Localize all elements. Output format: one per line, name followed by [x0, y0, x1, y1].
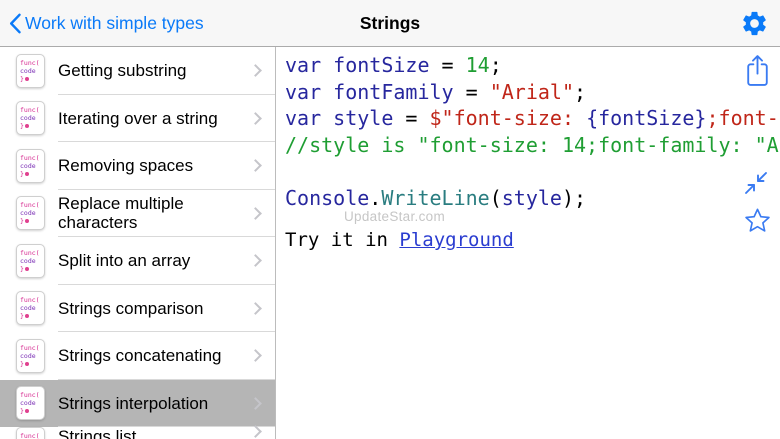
code-snippet-icon: func(code} — [16, 101, 45, 136]
sidebar-item-label: Strings concatenating — [58, 346, 222, 365]
chevron-right-icon — [249, 206, 262, 220]
sidebar-item-split-into-an-array[interactable]: func(code} Split into an array — [0, 237, 275, 285]
chevron-right-icon — [249, 425, 262, 438]
chevron-right-icon — [249, 301, 262, 315]
sidebar-item-removing-spaces[interactable]: func(code} Removing spaces — [0, 142, 275, 190]
chevron-right-icon — [249, 349, 262, 363]
sidebar-item-label: Strings comparison — [58, 298, 204, 318]
chevron-right-icon — [249, 64, 262, 78]
sidebar-item-strings-concatenating[interactable]: func(code} Strings concatenating — [0, 332, 275, 380]
code-snippet-icon: func(code} — [16, 427, 45, 439]
code-snippet-icon: func(code} — [16, 196, 45, 231]
sidebar-item-label: Iterating over a string — [58, 108, 218, 128]
code-snippet-icon: func(code} — [16, 386, 45, 421]
code-line: var style = $"font-size: {fontSize};font… — [285, 106, 780, 130]
sidebar: func(code} Getting substring func(code} … — [0, 47, 276, 439]
chevron-right-icon — [249, 159, 262, 173]
code-line: Console.WriteLine(style); — [285, 185, 587, 210]
code-line: //style is "font-size: 14;font-family: "… — [285, 132, 780, 157]
sidebar-item-label: Strings list — [58, 427, 137, 439]
playground-link[interactable]: Playground — [399, 229, 514, 251]
sidebar-item-label: Replace multiple characters — [58, 193, 184, 233]
main-split: func(code} Getting substring func(code} … — [0, 47, 780, 439]
content-panel: var fontSize = 14;var fontFamily = "Aria… — [276, 47, 780, 439]
code-snippet-icon: func(code} — [16, 243, 45, 278]
watermark: UpdateStar.com — [344, 209, 446, 224]
sidebar-item-label: Removing spaces — [58, 156, 194, 175]
settings-gear-icon[interactable] — [740, 9, 769, 38]
back-label: Work with simple types — [25, 12, 204, 33]
favorite-star-icon[interactable] — [742, 205, 773, 236]
try-it-text: Try it in — [285, 229, 400, 251]
sidebar-item-getting-substring[interactable]: func(code} Getting substring — [0, 47, 275, 95]
share-icon[interactable] — [744, 54, 771, 87]
navigation-bar: Work with simple types Strings — [0, 0, 780, 47]
sidebar-item-label: Strings interpolation — [58, 393, 209, 413]
try-it-line: Try it in Playground — [276, 229, 780, 251]
chevron-right-icon — [249, 111, 262, 125]
sidebar-item-iterating-over-a-string[interactable]: func(code} Iterating over a string — [0, 95, 275, 143]
collapse-icon[interactable] — [743, 170, 769, 196]
code-block: var fontSize = 14;var fontFamily = "Aria… — [276, 47, 780, 211]
code-line — [285, 158, 780, 185]
code-line: var fontFamily = "Arial"; — [285, 79, 587, 104]
sidebar-item-label: Split into an array — [58, 251, 191, 270]
chevron-right-icon — [249, 396, 262, 410]
sidebar-item-label: Getting substring — [58, 61, 187, 80]
chevron-right-icon — [249, 254, 262, 268]
code-snippet-icon: func(code} — [16, 338, 45, 373]
code-snippet-icon: func(code} — [16, 148, 45, 183]
back-button[interactable]: Work with simple types — [0, 13, 204, 34]
sidebar-item-strings-comparison[interactable]: func(code} Strings comparison — [0, 285, 275, 333]
sidebar-item-strings-list[interactable]: func(code} Strings list — [0, 425, 275, 439]
sidebar-item-replace-multiple-characters[interactable]: func(code} Replace multiple characters — [0, 190, 275, 238]
code-line: var fontSize = 14; — [285, 53, 502, 77]
code-snippet-icon: func(code} — [16, 291, 45, 326]
back-chevron-icon — [10, 13, 21, 33]
code-snippet-icon: func(code} — [16, 53, 45, 88]
sidebar-item-strings-interpolation[interactable]: func(code} Strings interpolation — [0, 379, 275, 427]
